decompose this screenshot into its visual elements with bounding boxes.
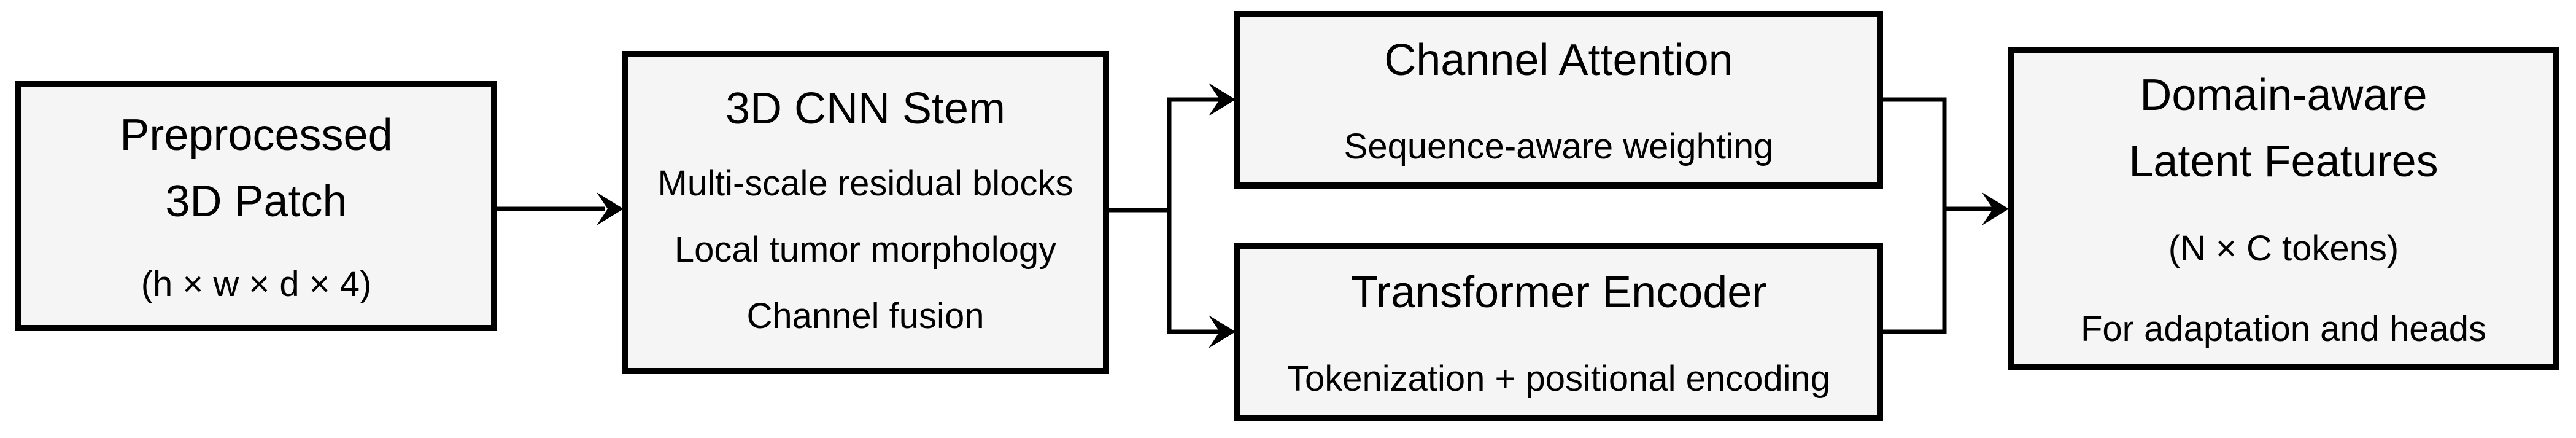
subtitle-line: Tokenization + positional encoding <box>1286 358 1831 399</box>
node-title: Preprocessed 3D Patch <box>120 102 392 235</box>
node-subtitle: (N × C tokens) <box>2168 222 2399 275</box>
node-title: 3D CNN Stem <box>725 76 1005 142</box>
node-channel-attention: Channel Attention Sequence-aware weighti… <box>1234 11 1883 189</box>
title-line: Latent Features <box>2129 136 2439 186</box>
node-subtitle: Sequence-aware weighting <box>1344 120 1774 173</box>
title-line: 3D CNN Stem <box>725 84 1006 133</box>
node-subtitle: For adaptation and heads <box>2081 302 2486 356</box>
arrowhead-into-latent-features-icon <box>1982 192 2009 225</box>
node-title: Transformer Encoder <box>1351 259 1767 326</box>
subtitle-line: (N × C tokens) <box>2168 228 2399 268</box>
subtitle-line: (h × w × d × 4) <box>141 264 372 304</box>
node-title: Domain-aware Latent Features <box>2129 62 2438 195</box>
subtitle-line: For adaptation and heads <box>2080 308 2487 349</box>
arrowhead-into-transformer-encoder-icon <box>1209 315 1236 348</box>
subtitle-line: Sequence-aware weighting <box>1344 126 1774 166</box>
arrowhead-into-stem-icon <box>597 192 624 225</box>
node-subtitle: (h × w × d × 4) <box>141 257 372 311</box>
node-subtitle: Multi-scale residual blocks Local tumor … <box>658 151 1073 350</box>
title-line: 3D Patch <box>165 176 347 226</box>
subtitle-line: Local tumor morphology <box>674 230 1057 270</box>
subtitle-line: Multi-scale residual blocks <box>657 163 1073 203</box>
title-line: Domain-aware <box>2140 70 2427 120</box>
title-line: Transformer Encoder <box>1350 267 1767 317</box>
connector-merge-bracket <box>1878 97 1947 334</box>
subtitle-line: Channel fusion <box>746 296 984 336</box>
node-preprocessed-3d-patch: Preprocessed 3D Patch (h × w × d × 4) <box>15 81 497 331</box>
node-title: Channel Attention <box>1384 27 1733 93</box>
title-line: Preprocessed <box>120 110 393 160</box>
node-domain-aware-latent-features: Domain-aware Latent Features (N × C toke… <box>2008 47 2559 370</box>
node-subtitle: Tokenization + positional encoding <box>1287 352 1830 405</box>
title-line: Channel Attention <box>1384 35 1733 85</box>
arrowhead-into-channel-attention-icon <box>1209 83 1236 116</box>
connector-split-bracket <box>1167 97 1221 334</box>
node-transformer-encoder: Transformer Encoder Tokenization + posit… <box>1234 243 1883 421</box>
node-3d-cnn-stem: 3D CNN Stem Multi-scale residual blocks … <box>622 51 1109 374</box>
